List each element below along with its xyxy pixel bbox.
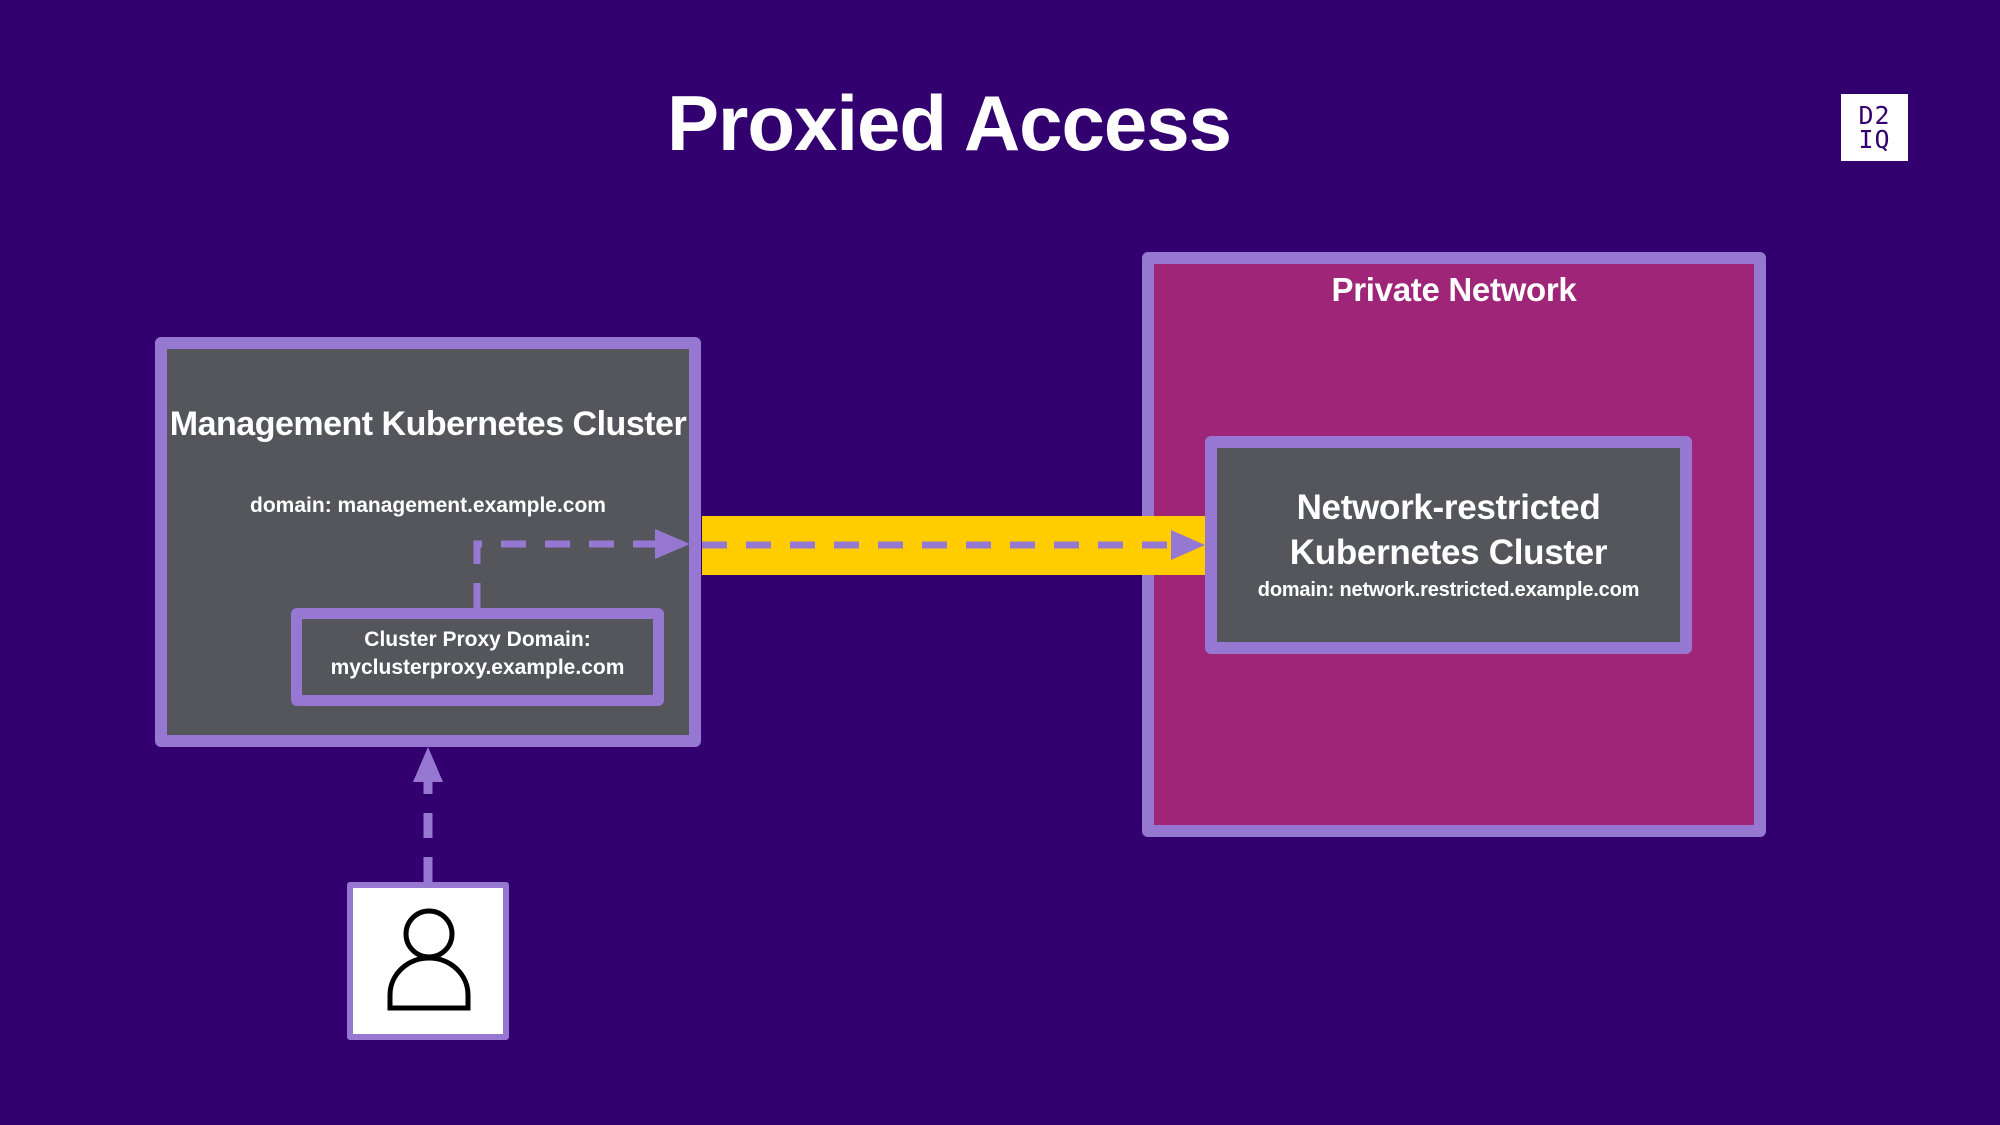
arrowhead xyxy=(413,747,443,782)
person-icon xyxy=(387,908,471,1011)
management-cluster-title: Management Kubernetes Cluster xyxy=(169,405,687,443)
management-cluster-domain: domain: management.example.com xyxy=(250,494,606,517)
arrowhead xyxy=(1171,530,1205,560)
network-restricted-cluster-domain: domain: network.restricted.example.com xyxy=(1257,579,1640,601)
logo-line-1: D2 xyxy=(1858,100,1891,130)
slide-title: Proxied Access xyxy=(666,79,1232,167)
proxy-connector-arrow xyxy=(473,529,690,608)
d2iq-logo-icon: D2 IQ xyxy=(1841,94,1908,161)
cluster-proxy-domain: myclusterproxy.example.com xyxy=(330,656,625,679)
user-box xyxy=(347,882,509,1040)
tunnel-connector-arrow xyxy=(702,530,1205,560)
arrowhead xyxy=(655,529,690,559)
cluster-proxy-text: Cluster Proxy Domain: myclusterproxy.exa… xyxy=(291,626,664,682)
cluster-proxy-label: Cluster Proxy Domain: xyxy=(364,628,591,651)
cluster-proxy-box xyxy=(291,608,664,706)
logo-line-2: IQ xyxy=(1858,124,1891,154)
private-network-title: Private Network xyxy=(1331,271,1577,308)
user-connector-arrow xyxy=(413,747,443,882)
network-restricted-cluster-box xyxy=(1205,436,1692,654)
network-restricted-cluster-title: Network-restricted Kubernetes Cluster xyxy=(1289,488,1608,572)
